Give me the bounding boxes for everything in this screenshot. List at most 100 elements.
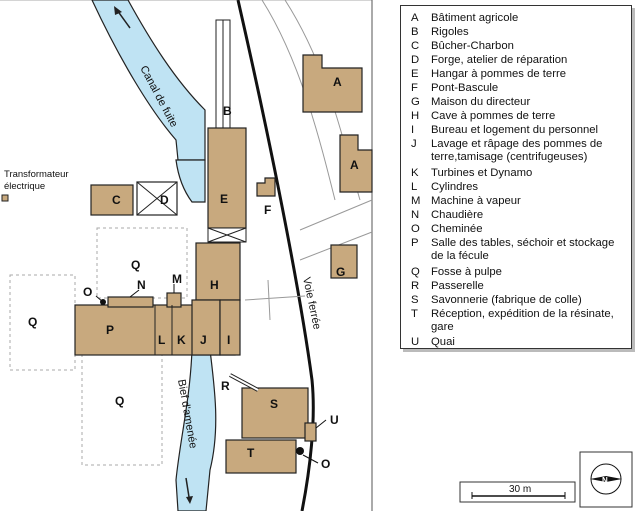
building-s — [241, 387, 309, 439]
label-i: I — [227, 333, 230, 347]
label-r: R — [221, 379, 230, 393]
building-n — [107, 296, 154, 308]
legend-key: E — [411, 68, 419, 80]
legend-key: U — [411, 336, 420, 348]
legend-text: Réception, expédition de la résinate, ga… — [431, 308, 614, 334]
label-transformateur-2: électrique — [4, 181, 45, 192]
label-n: N — [137, 278, 146, 292]
fosse-q3-area — [81, 354, 163, 466]
legend-key: J — [411, 138, 417, 150]
label-a2: A — [350, 158, 359, 172]
label-h: H — [210, 278, 219, 292]
canal-lower-part — [175, 159, 206, 203]
legend-text: Fosse à pulpe — [431, 266, 502, 278]
label-p: P — [106, 323, 114, 337]
label-j: J — [200, 333, 207, 347]
legend-text: Maison du directeur — [431, 96, 531, 108]
legend-key: O — [411, 223, 420, 235]
label-k: K — [177, 333, 186, 347]
legend-key: M — [411, 195, 421, 207]
legend-text: Rigoles — [431, 26, 469, 38]
label-q3: Q — [115, 394, 124, 408]
legend-key: B — [411, 26, 419, 38]
legend-key: P — [411, 237, 419, 249]
legend-text: Lavage et râpage des pommes de terre,tam… — [431, 138, 603, 164]
building-e — [207, 127, 247, 229]
label-c: C — [112, 193, 121, 207]
legend-text: Salle des tables, séchoir et stockage de… — [431, 237, 615, 263]
legend-text: Turbines et Dynamo — [431, 167, 533, 179]
legend-key: I — [411, 124, 415, 136]
label-s: S — [270, 397, 278, 411]
transformateur-marker — [1, 194, 9, 202]
label-d: D — [160, 193, 169, 207]
building-h — [195, 242, 241, 301]
n-leader — [129, 289, 140, 298]
label-transformateur-1: Transformateur — [4, 169, 69, 180]
legend-text: Bâtiment agricole — [431, 12, 519, 24]
label-m: M — [172, 272, 182, 286]
legend-key: D — [411, 54, 420, 66]
label-a1: A — [333, 75, 342, 89]
label-q1: Q — [131, 258, 140, 272]
legend-text: Forge, atelier de réparation — [431, 54, 568, 66]
legend-key: A — [411, 12, 419, 24]
legend-key: H — [411, 110, 420, 122]
building-a1 — [302, 54, 363, 113]
label-g: G — [336, 265, 345, 279]
scale-box — [459, 481, 576, 503]
label-b: B — [223, 104, 232, 118]
legend-key: S — [411, 294, 419, 306]
building-i — [219, 299, 241, 356]
legend-text: Cave à pommes de terre — [431, 110, 556, 122]
building-e-cross-2 — [207, 227, 247, 243]
legend-key: T — [411, 308, 418, 320]
label-q2: Q — [28, 315, 37, 329]
flow-arrowhead-bottom — [186, 496, 193, 504]
passerelle-r-inner — [229, 374, 259, 391]
legend-text: Chaudière — [431, 209, 484, 221]
north-arrow-icon — [590, 476, 622, 482]
building-t — [225, 439, 297, 474]
u-leader — [315, 419, 327, 429]
building-d-cross-2 — [136, 181, 178, 216]
legend-text: Passerelle — [431, 280, 484, 292]
legend-text: Machine à vapeur — [431, 195, 521, 207]
building-m — [166, 292, 182, 308]
legend-key: K — [411, 167, 419, 179]
legend-text: Bûcher-Charbon — [431, 40, 514, 52]
legend-text: Cylindres — [431, 181, 479, 193]
label-o1: O — [83, 285, 92, 299]
legend-key: G — [411, 96, 420, 108]
north-label: N — [602, 476, 608, 485]
legend-text: Savonnerie (fabrique de colle) — [431, 294, 582, 306]
chimney-o2-leader — [302, 454, 319, 464]
label-f: F — [264, 203, 271, 217]
chimney-o2 — [296, 447, 304, 455]
legend-text: Hangar à pommes de terre — [431, 68, 566, 80]
label-e: E — [220, 192, 228, 206]
flow-arrow-bottom — [185, 477, 190, 498]
chimney-o1-leader — [95, 295, 104, 303]
legend-key: R — [411, 280, 420, 292]
siding-2 — [267, 279, 271, 321]
legend-key: L — [411, 181, 418, 193]
legend-text: Pont-Bascule — [431, 82, 499, 94]
label-t: T — [247, 446, 255, 460]
label-l: L — [158, 333, 165, 347]
legend-text: Quai — [431, 336, 455, 348]
building-u — [304, 422, 317, 442]
siding-1 — [244, 295, 306, 301]
building-g — [330, 244, 358, 279]
scale-label: 30 m — [509, 484, 531, 495]
building-a2 — [339, 134, 373, 193]
flow-arrowhead-top — [114, 6, 122, 15]
railway — [236, 0, 315, 511]
legend-key: N — [411, 209, 420, 221]
building-c — [90, 184, 134, 216]
legend-key: F — [411, 82, 418, 94]
bief-amenee — [175, 349, 217, 511]
building-f — [256, 177, 276, 197]
